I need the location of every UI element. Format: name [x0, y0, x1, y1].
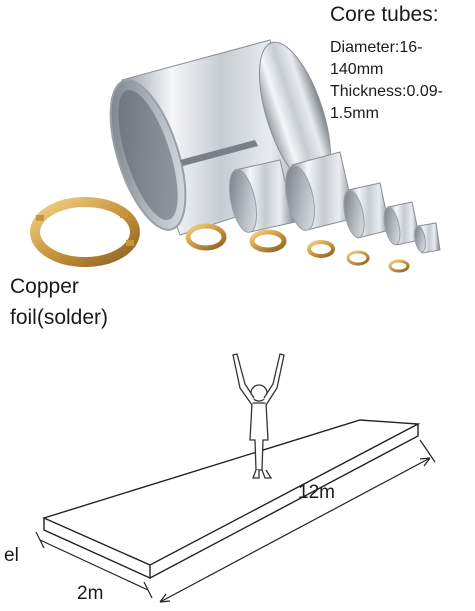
core-tube-medium-2	[285, 151, 356, 231]
copper-ring-6	[388, 259, 410, 273]
copper-ring-3	[249, 229, 287, 253]
core-tubes-thickness-line1: Thickness:0.09-	[330, 83, 443, 100]
panel-width-label: 2m	[77, 583, 104, 604]
core-tube-small-1	[343, 182, 391, 239]
copper-label-line2: foil(solder)	[10, 306, 109, 329]
copper-label-line1: Copper	[10, 275, 79, 298]
length-dimension	[159, 439, 436, 603]
person-figure-icon	[232, 353, 285, 479]
panel-length-label: 12m	[298, 482, 335, 503]
copper-ring-large	[30, 197, 140, 267]
width-dimension	[35, 531, 153, 599]
core-tube-small-2	[383, 201, 421, 246]
copper-ring-4	[307, 240, 335, 258]
core-tubes-diameter-line1: Diameter:16-	[330, 39, 423, 56]
copper-ring-2	[185, 223, 227, 251]
panel-partial-label: el	[4, 545, 19, 566]
core-tube-large	[109, 39, 332, 236]
core-tubes-thickness-line2: 1.5mm	[330, 105, 379, 122]
panel-slab	[42, 419, 421, 580]
copper-ring-5	[346, 250, 370, 266]
core-tubes-diameter-line2: 140mm	[330, 61, 384, 78]
core-tube-medium-1	[229, 159, 296, 233]
core-tube-small-3	[414, 222, 441, 254]
core-tubes-title: Core tubes:	[330, 3, 439, 26]
